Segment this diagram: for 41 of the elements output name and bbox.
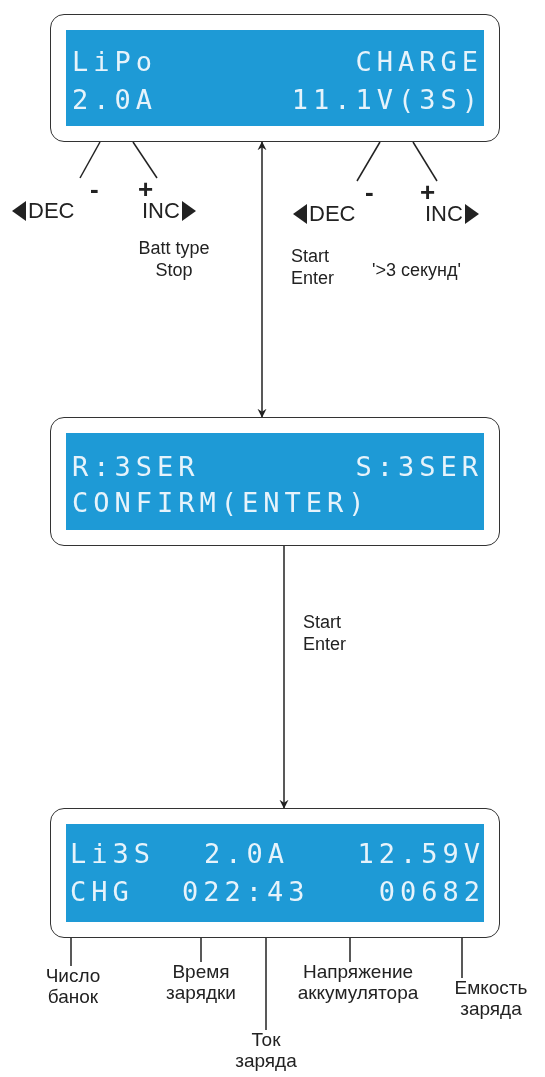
arrow	[257, 141, 267, 418]
display-text: CHG	[70, 878, 134, 905]
arrow	[279, 545, 289, 809]
display-text: 00682	[378, 878, 485, 905]
leader-line	[79, 141, 101, 179]
display-text: Li3S	[70, 840, 156, 867]
sign-text: -	[365, 179, 374, 205]
display-text: CONFIRM(ENTER)	[72, 489, 370, 516]
leader-line	[70, 937, 72, 967]
leader-line	[265, 937, 267, 1031]
leader-line	[200, 937, 202, 963]
note-text: '>3 секунд'	[372, 260, 462, 282]
leader-line	[356, 141, 381, 182]
annotation-label: Ток заряда	[220, 1030, 312, 1072]
display-text: 12.59V	[357, 840, 485, 867]
annotation-label: Число банок	[28, 966, 118, 1008]
display-text: 2.0A	[72, 86, 158, 113]
display-text: LiPo	[72, 48, 158, 75]
lcd-display	[50, 808, 500, 938]
key-label: INC	[141, 200, 181, 222]
key-label: INC	[424, 203, 464, 225]
annotation-label: Время зарядки	[145, 962, 257, 1004]
leader-line	[461, 937, 463, 979]
note-text: Start Enter	[291, 246, 336, 290]
display-text: 2.0A	[204, 840, 290, 867]
key-label: DEC	[27, 200, 76, 222]
leader-line	[412, 141, 438, 182]
key-label: DEC	[308, 203, 357, 225]
display-text: R:3SER	[72, 453, 200, 480]
display-text: S:3SER	[355, 453, 483, 480]
leader-line	[349, 937, 351, 963]
note-text: Batt type Stop	[137, 238, 211, 282]
lcd-display	[50, 417, 500, 546]
display-text: CHARGE	[355, 48, 483, 75]
sign-text: +	[138, 176, 154, 202]
sign-text: +	[420, 179, 436, 205]
display-text: 022:43	[182, 878, 310, 905]
leader-line	[132, 141, 158, 179]
display-text: 11.1V(3S)	[291, 86, 483, 113]
lcd-display	[50, 14, 500, 142]
sign-text: -	[90, 176, 99, 202]
